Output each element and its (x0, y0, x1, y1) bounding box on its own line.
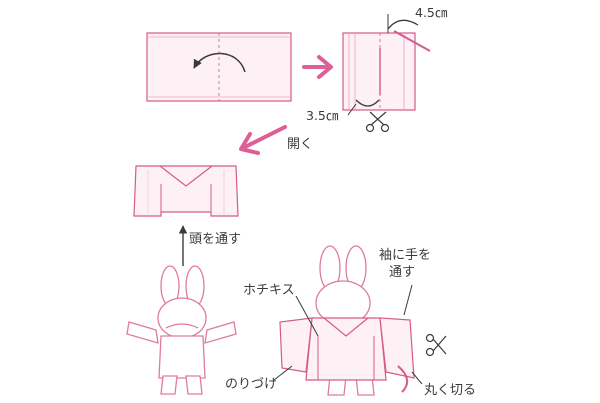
step2-paper (342, 14, 431, 133)
round-cut-label: 丸く切る (424, 383, 477, 398)
scissors-icon (365, 111, 390, 133)
scissors-icon (425, 333, 447, 357)
sleeve-label: 袖に手を 通す (379, 247, 431, 281)
bunny-left (126, 265, 237, 395)
sleeve-label-line1: 袖に手を (379, 248, 432, 263)
stapler-label: ホチキス (243, 283, 295, 298)
side-width-label: 4.5㎝ (415, 5, 448, 20)
right-arrow-icon (302, 55, 333, 79)
pass-head-label: 頭を通す (189, 232, 242, 247)
sleeve-label-line2: 通す (389, 265, 416, 280)
cut-depth-label: 3.5㎝ (306, 108, 339, 123)
glue-label: のりづけ (225, 377, 278, 392)
step1-paper (146, 32, 292, 102)
open-label: 開く (287, 137, 314, 152)
step3-shirt (133, 165, 239, 217)
bunny-right (273, 245, 447, 396)
down-left-arrow-icon (239, 125, 287, 155)
curved-fold-arrow-icon (193, 52, 246, 73)
shirt-on-bunny (279, 317, 415, 393)
